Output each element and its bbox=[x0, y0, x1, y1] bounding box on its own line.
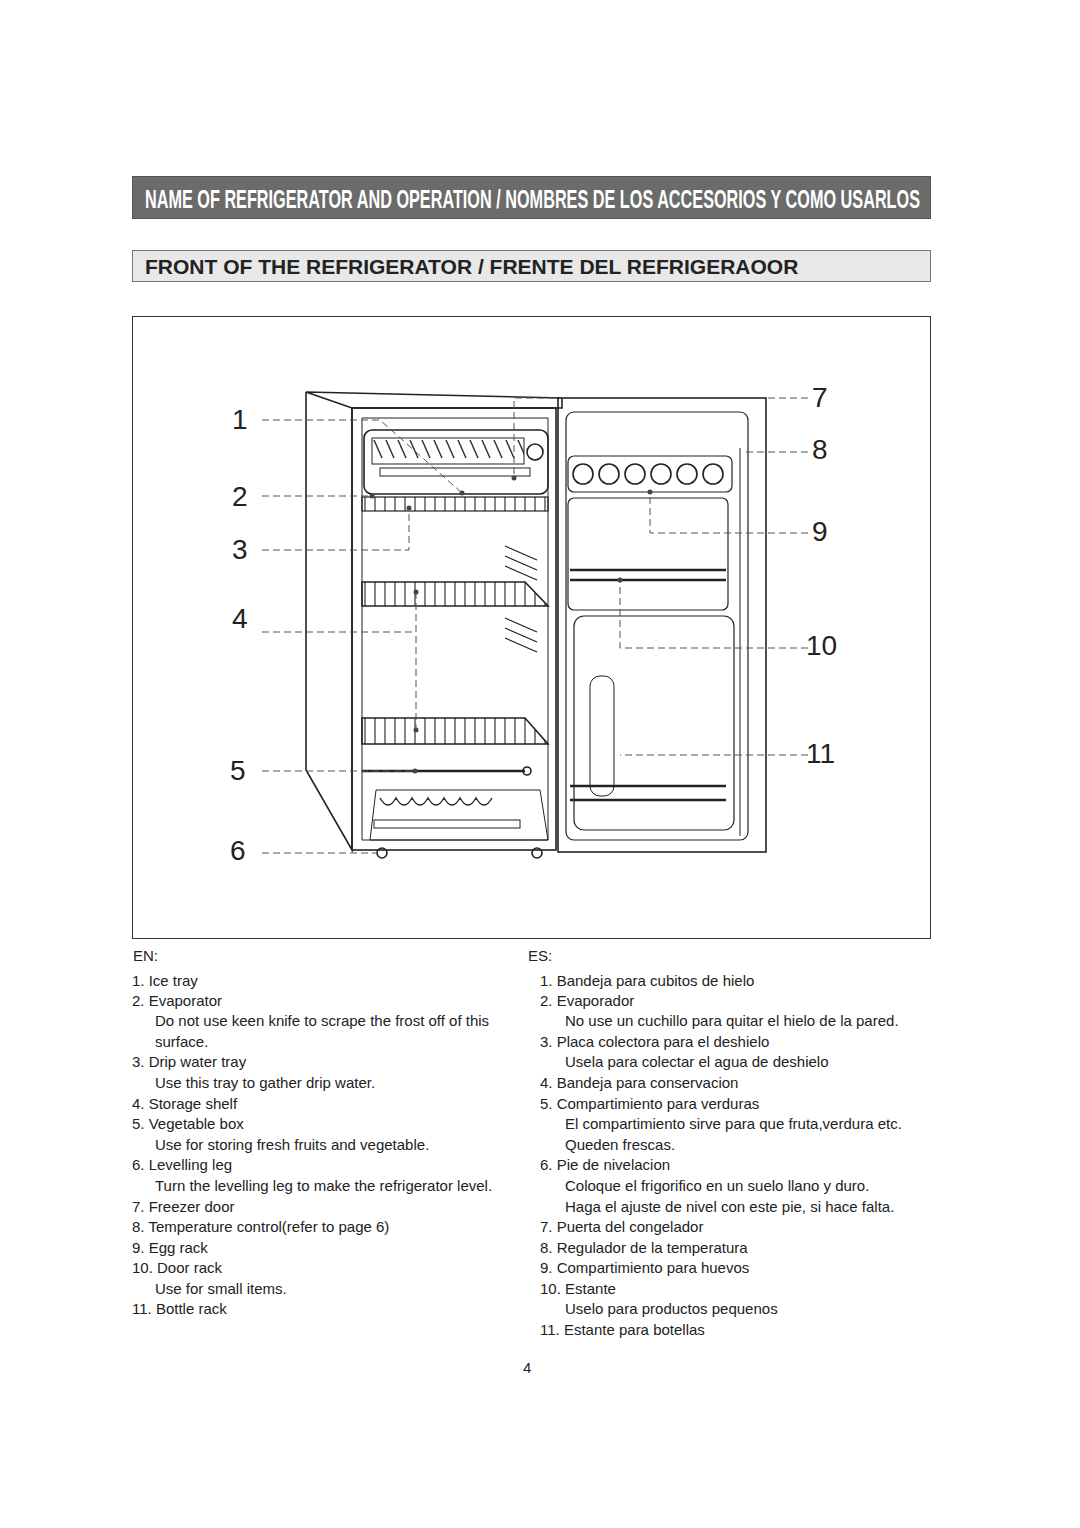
part-name: 1. Ice tray bbox=[132, 971, 198, 992]
callout-number: 9 bbox=[812, 516, 828, 548]
callout-number: 8 bbox=[812, 434, 828, 466]
part-name: 2. Evaporador bbox=[540, 991, 634, 1012]
language-tag: EN: bbox=[133, 946, 158, 967]
callout-number: 6 bbox=[230, 835, 246, 867]
part-note: Haga el ajuste de nivel con este pie, si… bbox=[565, 1197, 894, 1218]
part-note: Coloque el frigorifico en un suelo llano… bbox=[565, 1176, 869, 1197]
part-name: 11. Estante para botellas bbox=[540, 1320, 705, 1341]
part-name: 7. Freezer door bbox=[132, 1197, 235, 1218]
part-name: 3. Placa colectora para el deshielo bbox=[540, 1032, 769, 1053]
part-name: 2. Evaporator bbox=[132, 991, 222, 1012]
part-name: 10. Door rack bbox=[132, 1258, 222, 1279]
part-name: 11. Bottle rack bbox=[132, 1299, 227, 1320]
part-note: Uselo para productos pequenos bbox=[565, 1299, 778, 1320]
part-name: 1. Bandeja para cubitos de hielo bbox=[540, 971, 754, 992]
part-note: Use this tray to gather drip water. bbox=[155, 1073, 375, 1094]
part-name: 10. Estante bbox=[540, 1279, 616, 1300]
part-name: 3. Drip water tray bbox=[132, 1052, 246, 1073]
part-name: 4. Storage shelf bbox=[132, 1094, 237, 1115]
part-name: 8. Regulador de la temperatura bbox=[540, 1238, 748, 1259]
callout-number: 2 bbox=[232, 481, 248, 513]
part-note: Do not use keen knife to scrape the fros… bbox=[155, 1011, 530, 1052]
part-name: 6. Pie de nivelacion bbox=[540, 1155, 670, 1176]
part-note: El compartimiento sirve para que fruta,v… bbox=[565, 1114, 945, 1155]
part-note: Turn the levelling leg to make the refri… bbox=[155, 1176, 492, 1197]
part-note: Use for small items. bbox=[155, 1279, 287, 1300]
callout-number: 11 bbox=[806, 738, 835, 770]
callout-number: 3 bbox=[232, 534, 248, 566]
part-name: 4. Bandeja para conservacion bbox=[540, 1073, 738, 1094]
part-name: 8. Temperature control(refer to page 6) bbox=[132, 1217, 389, 1238]
page-number: 4 bbox=[523, 1358, 531, 1379]
section-heading: FRONT OF THE REFRIGERATOR / FRENTE DEL R… bbox=[145, 256, 798, 278]
part-name: 5. Vegetable box bbox=[132, 1114, 244, 1135]
callout-number: 1 bbox=[232, 404, 248, 436]
part-name: 5. Compartimiento para verduras bbox=[540, 1094, 759, 1115]
language-tag: ES: bbox=[528, 946, 552, 967]
title-band: NAME OF REFRIGERATOR AND OPERATION / NOM… bbox=[132, 176, 931, 219]
part-name: 7. Puerta del congelador bbox=[540, 1217, 703, 1238]
callout-number: 10 bbox=[806, 630, 837, 662]
callout-number: 5 bbox=[230, 755, 246, 787]
part-note: No use un cuchillo para quitar el hielo … bbox=[565, 1011, 899, 1032]
title-text: NAME OF REFRIGERATOR AND OPERATION / NOM… bbox=[145, 185, 920, 213]
callout-number: 4 bbox=[232, 603, 248, 635]
part-name: 9. Egg rack bbox=[132, 1238, 208, 1259]
callout-number: 7 bbox=[812, 382, 828, 414]
section-band: FRONT OF THE REFRIGERATOR / FRENTE DEL R… bbox=[132, 250, 931, 282]
part-note: Usela para colectar el agua de deshielo bbox=[565, 1052, 829, 1073]
part-note: Use for storing fresh fruits and vegetab… bbox=[155, 1135, 429, 1156]
part-name: 6. Levelling leg bbox=[132, 1155, 232, 1176]
part-name: 9. Compartimiento para huevos bbox=[540, 1258, 749, 1279]
